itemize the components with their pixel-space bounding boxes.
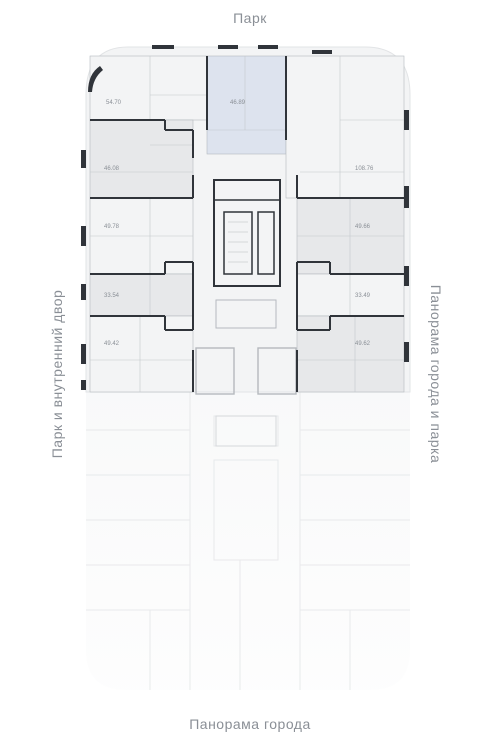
apartment-area-label: 33.54: [104, 293, 120, 299]
apartment-area-label: 49.78: [104, 224, 120, 230]
building-core: [195, 179, 297, 447]
apartment-area-label: 49.66: [355, 224, 371, 230]
apartment-area-label: 46.08: [104, 166, 120, 172]
apartment-area-label: 108.76: [355, 166, 374, 172]
apartment-area-label: 46.89: [230, 100, 246, 106]
apartment-unit[interactable]: [206, 55, 287, 155]
apartment-area-label: 49.42: [104, 341, 120, 347]
faded-reflection: [86, 392, 410, 690]
apartment-area-label: 33.49: [355, 293, 371, 299]
direction-label-top: Парк: [233, 10, 267, 26]
apartment-area-labels: 54.70 46.89 46.08 108.76 49.78 49.66 33.…: [104, 100, 374, 347]
apartment-unit[interactable]: [89, 55, 208, 121]
apartment-area-label: 54.70: [106, 100, 122, 106]
apartment-unit[interactable]: [296, 315, 405, 393]
facade-windows: [81, 45, 409, 390]
direction-label-bottom: Панорама города: [189, 716, 311, 732]
apartment-area-label: 49.62: [355, 341, 371, 347]
apartment-unit[interactable]: [89, 315, 194, 393]
apartment-unit[interactable]: [89, 119, 194, 199]
exterior-walls: [90, 56, 404, 392]
apartment-unit[interactable]: [296, 273, 405, 317]
room-divisions: [90, 56, 404, 392]
apartment-unit[interactable]: [285, 55, 405, 199]
